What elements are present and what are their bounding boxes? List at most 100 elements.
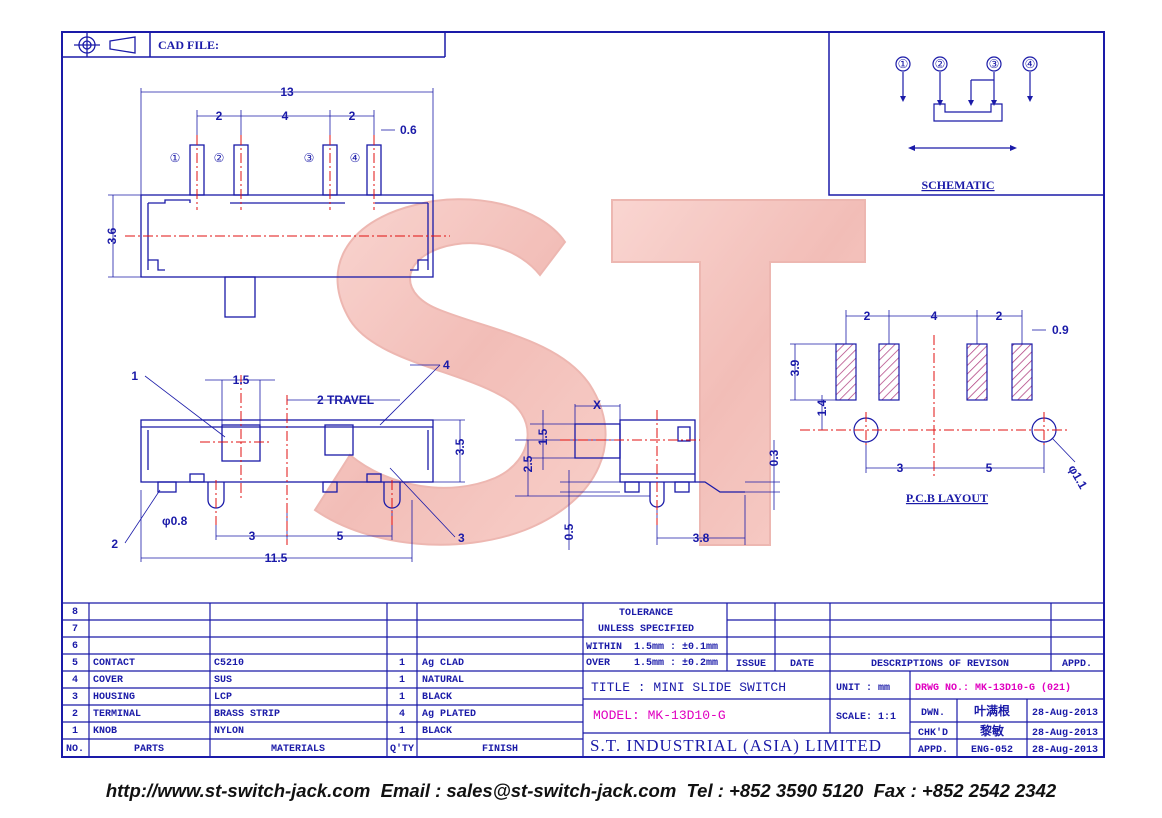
contact-footer: http://www.st-switch-jack.com Email : sa… (105, 780, 1057, 801)
scale-label: SCALE: 1:1 (836, 712, 896, 723)
revision-date-header: DATE (790, 659, 814, 670)
dim-gap-0.5: 0.5 (562, 523, 576, 540)
pcb-dim-1.4: 1.4 (815, 399, 829, 416)
dwn-name: 叶满根 (974, 703, 1010, 718)
dim-pitch-2b: 2 (349, 109, 356, 123)
bom-part: CONTACT (93, 658, 135, 669)
pcb-dim-5: 5 (986, 461, 993, 475)
unit-label: UNIT : mm (836, 683, 890, 694)
schematic-panel: ① ② ③ ④ SCHEMATIC (828, 31, 1105, 196)
st-watermark (313, 198, 866, 546)
bom-header-materials: MATERIALS (271, 744, 325, 755)
top-view-centerlines (125, 135, 450, 237)
dim-pin-diameter: φ0.8 (162, 514, 188, 528)
bom-no: 5 (72, 658, 78, 669)
bom-no: 2 (72, 709, 78, 720)
dwn-date: 28-Aug-2013 (1032, 708, 1098, 719)
dim-knob-height-1.5: 1.5 (536, 428, 550, 445)
bom-empty-row-8: 8 (72, 607, 78, 618)
dim-height-3.6: 3.6 (105, 227, 119, 244)
pcb-dim-hole: φ1.1 (1065, 463, 1090, 492)
dim-pitch-5: 5 (337, 529, 344, 543)
appd-date: 28-Aug-2013 (1032, 745, 1098, 756)
tolerance-title: TOLERANCE (619, 608, 673, 619)
bom-material: BRASS STRIP (214, 709, 280, 720)
bom-material: NYLON (214, 726, 244, 737)
bom-finish: Ag CLAD (422, 658, 464, 669)
bom-qty: 1 (399, 726, 405, 737)
pcb-dim-3: 3 (897, 461, 904, 475)
bom-qty: 4 (399, 709, 405, 720)
chkd-label: CHK'D (918, 727, 948, 739)
dim-depth-3.8: 3.8 (693, 531, 710, 545)
callout-2: 2 (111, 537, 118, 551)
chkd-date: 28-Aug-2013 (1032, 728, 1098, 739)
bom-header-parts: PARTS (134, 744, 164, 755)
tolerance-over: OVER 1.5mm : ±0.2mm (586, 658, 718, 669)
tolerance-within: WITHIN 1.5mm : ±0.1mm (586, 642, 718, 653)
schematic-pin-1: ① (898, 57, 909, 71)
dim-overall-13: 13 (280, 85, 294, 99)
bom-qty: 1 (399, 658, 405, 669)
pcb-caption: P.C.B LAYOUT (906, 491, 988, 505)
callout-3: 3 (458, 531, 465, 545)
engineering-drawing: CAD FILE: ① ② ③ ④ SCHEMATIC (61, 31, 1105, 758)
bom-finish: BLACK (422, 726, 452, 737)
dim-height-2.5: 2.5 (521, 455, 535, 472)
bom-header-qty: Q'TY (390, 743, 414, 755)
cad-file-header: CAD FILE: (62, 32, 446, 58)
cad-file-label: CAD FILE: (158, 38, 219, 52)
bom-qty: 1 (399, 675, 405, 686)
bom-material: LCP (214, 692, 232, 703)
bom-part: HOUSING (93, 692, 135, 703)
bom-no: 1 (72, 726, 78, 737)
dim-knob-1.5: 1.5 (233, 373, 250, 387)
dwn-label: DWN. (921, 708, 945, 719)
bom-qty: 1 (399, 692, 405, 703)
schematic-caption: SCHEMATIC (921, 178, 994, 192)
pcb-dim-2b: 2 (996, 309, 1003, 323)
pcb-layout (790, 310, 1076, 473)
dim-pitch-4: 4 (282, 109, 289, 123)
bom-table: 8 7 6 5 CONTACT C5210 1 Ag CLAD 4 COVER … (66, 607, 518, 755)
bom-finish: NATURAL (422, 675, 464, 686)
pin-label-4: ④ (350, 151, 361, 165)
bom-no: 4 (72, 675, 78, 686)
schematic-pin-4: ④ (1025, 57, 1036, 71)
dim-travel: 2 TRAVEL (317, 393, 374, 407)
pcb-dim-3.9: 3.9 (788, 359, 802, 376)
revision-issue-header: ISSUE (736, 659, 766, 670)
title-block-grid (62, 602, 1104, 757)
bom-header-no: NO. (66, 744, 84, 755)
pcb-dim-0.9: 0.9 (1052, 323, 1069, 337)
side-view-centerlines (560, 410, 700, 525)
pin-label-3: ③ (304, 151, 315, 165)
bom-part: TERMINAL (93, 709, 141, 720)
dim-x: X (593, 398, 601, 412)
bom-empty-row-6: 6 (72, 641, 78, 652)
schematic-pin-3: ③ (989, 57, 1000, 71)
bom-material: SUS (214, 675, 232, 686)
dim-pitch-3: 3 (249, 529, 256, 543)
pin-label-2: ② (214, 151, 225, 165)
dim-height-3.5: 3.5 (453, 438, 467, 455)
bom-finish: BLACK (422, 692, 452, 703)
bom-empty-row-7: 7 (72, 624, 78, 635)
pin-label-1: ① (170, 151, 181, 165)
bom-material: C5210 (214, 658, 244, 669)
bom-no: 3 (72, 692, 78, 703)
tolerance-subtitle: UNLESS SPECIFIED (598, 624, 694, 635)
revision-appd-header: APPD. (1062, 659, 1092, 670)
dim-overall-11.5: 11.5 (265, 551, 288, 565)
model-number: MODEL: MK-13D10-G (593, 708, 726, 723)
appd-name: ENG-052 (971, 745, 1013, 756)
revision-desc-header: DESCRIPTIONS OF REVISON (871, 659, 1009, 670)
chkd-name: 黎敏 (980, 723, 1005, 738)
pcb-dim-2a: 2 (864, 309, 871, 323)
pcb-centerlines (800, 335, 1070, 478)
bom-part: KNOB (93, 726, 117, 737)
callout-1: 1 (131, 369, 138, 383)
company-name: S.T. INDUSTRIAL (ASIA) LIMITED (590, 736, 882, 755)
bom-part: COVER (93, 675, 123, 686)
schematic-pin-2: ② (935, 57, 946, 71)
